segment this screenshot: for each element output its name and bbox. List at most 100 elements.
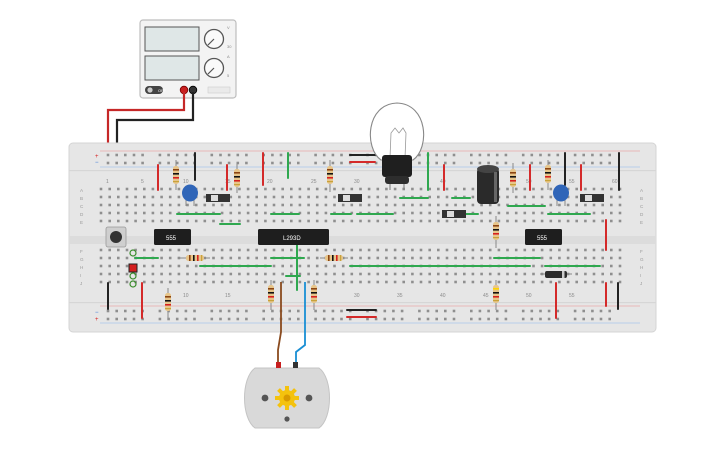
breadboard-hole[interactable] bbox=[350, 211, 354, 215]
breadboard-hole[interactable] bbox=[601, 248, 604, 252]
breadboard-hole[interactable] bbox=[411, 256, 414, 260]
breadboard-hole[interactable] bbox=[549, 187, 553, 191]
breadboard-hole[interactable] bbox=[143, 280, 146, 284]
breadboard-hole[interactable] bbox=[203, 195, 207, 199]
breadboard-hole[interactable] bbox=[108, 195, 111, 199]
breadboard-hole[interactable] bbox=[487, 309, 490, 313]
breadboard-hole[interactable] bbox=[307, 211, 310, 215]
breadboard-hole[interactable] bbox=[141, 153, 144, 157]
breadboard-hole[interactable] bbox=[99, 195, 103, 199]
breadboard-hole[interactable] bbox=[125, 264, 129, 268]
breadboard-hole[interactable] bbox=[618, 211, 622, 215]
breadboard-hole[interactable] bbox=[608, 161, 611, 165]
breadboard-hole[interactable] bbox=[547, 161, 551, 165]
breadboard-hole[interactable] bbox=[333, 248, 336, 252]
breadboard-hole[interactable] bbox=[177, 187, 181, 191]
breadboard-hole[interactable] bbox=[437, 280, 440, 284]
resistor[interactable] bbox=[311, 280, 317, 310]
breadboard-hole[interactable] bbox=[393, 256, 397, 260]
breadboard-hole[interactable] bbox=[383, 309, 387, 313]
breadboard-hole[interactable] bbox=[333, 203, 336, 207]
breadboard-hole[interactable] bbox=[393, 211, 397, 215]
motor-blue-wire[interactable] bbox=[295, 282, 306, 366]
breadboard-hole[interactable] bbox=[584, 203, 587, 207]
breadboard-hole[interactable] bbox=[428, 203, 431, 207]
breadboard-hole[interactable] bbox=[402, 256, 405, 260]
breadboard-hole[interactable] bbox=[141, 161, 144, 165]
breadboard-hole[interactable] bbox=[385, 203, 388, 207]
breadboard-hole[interactable] bbox=[238, 248, 241, 252]
resistor[interactable] bbox=[320, 255, 348, 261]
breadboard-hole[interactable] bbox=[426, 317, 430, 321]
breadboard-hole[interactable] bbox=[601, 203, 604, 207]
breadboard-hole[interactable] bbox=[618, 195, 622, 199]
breadboard-hole[interactable] bbox=[592, 256, 596, 260]
breadboard-hole[interactable] bbox=[514, 211, 518, 215]
breadboard-hole[interactable] bbox=[411, 280, 414, 284]
breadboard-hole[interactable] bbox=[488, 280, 492, 284]
breadboard-hole[interactable] bbox=[385, 272, 388, 276]
breadboard-hole[interactable] bbox=[271, 161, 274, 165]
breadboard-hole[interactable] bbox=[497, 203, 501, 207]
breadboard-hole[interactable] bbox=[393, 187, 397, 191]
breadboard-hole[interactable] bbox=[488, 248, 492, 252]
breadboard-hole[interactable] bbox=[160, 256, 163, 260]
breadboard-hole[interactable] bbox=[608, 309, 611, 313]
breadboard-hole[interactable] bbox=[618, 272, 622, 276]
indicator-led[interactable] bbox=[128, 249, 138, 288]
breadboard-hole[interactable] bbox=[125, 195, 129, 199]
breadboard-hole[interactable] bbox=[547, 309, 551, 313]
breadboard-hole[interactable] bbox=[288, 153, 291, 157]
breadboard-hole[interactable] bbox=[367, 203, 371, 207]
breadboard-hole[interactable] bbox=[281, 272, 284, 276]
breadboard-hole[interactable] bbox=[582, 161, 585, 165]
breadboard-hole[interactable] bbox=[290, 195, 293, 199]
breadboard-hole[interactable] bbox=[160, 272, 163, 276]
breadboard-hole[interactable] bbox=[411, 248, 414, 252]
breadboard-hole[interactable] bbox=[167, 309, 170, 313]
breadboard-hole[interactable] bbox=[212, 219, 215, 223]
breadboard-hole[interactable] bbox=[566, 187, 570, 191]
breadboard-hole[interactable] bbox=[478, 153, 482, 157]
breadboard-hole[interactable] bbox=[168, 248, 172, 252]
breadboard-hole[interactable] bbox=[599, 153, 603, 157]
breadboard-hole[interactable] bbox=[117, 256, 120, 260]
breadboard-hole[interactable] bbox=[117, 203, 120, 207]
breadboard-hole[interactable] bbox=[582, 309, 585, 313]
breadboard-hole[interactable] bbox=[540, 280, 544, 284]
breadboard-hole[interactable] bbox=[463, 280, 466, 284]
breadboard-hole[interactable] bbox=[419, 211, 423, 215]
breadboard-hole[interactable] bbox=[184, 317, 188, 321]
breadboard-hole[interactable] bbox=[298, 219, 302, 223]
breadboard-hole[interactable] bbox=[160, 248, 163, 252]
breadboard-hole[interactable] bbox=[463, 272, 466, 276]
breadboard-hole[interactable] bbox=[454, 272, 457, 276]
breadboard-hole[interactable] bbox=[288, 317, 291, 321]
breadboard-hole[interactable] bbox=[246, 272, 250, 276]
breadboard-hole[interactable] bbox=[99, 256, 103, 260]
ceramic-capacitor-right[interactable] bbox=[553, 184, 569, 207]
breadboard-hole[interactable] bbox=[445, 280, 449, 284]
breadboard-hole[interactable] bbox=[175, 161, 179, 165]
breadboard-hole[interactable] bbox=[452, 309, 456, 313]
breadboard-hole[interactable] bbox=[495, 317, 499, 321]
breadboard-hole[interactable] bbox=[229, 219, 233, 223]
breadboard-hole[interactable] bbox=[115, 161, 118, 165]
breadboard-hole[interactable] bbox=[428, 256, 431, 260]
breadboard-hole[interactable] bbox=[504, 309, 508, 313]
breadboard-hole[interactable] bbox=[210, 153, 214, 157]
breadboard-hole[interactable] bbox=[601, 280, 604, 284]
breadboard-hole[interactable] bbox=[514, 195, 518, 199]
breadboard-hole[interactable] bbox=[220, 248, 224, 252]
breadboard-hole[interactable] bbox=[540, 248, 544, 252]
breadboard-hole[interactable] bbox=[99, 264, 103, 268]
breadboard-hole[interactable] bbox=[558, 280, 561, 284]
breadboard-hole[interactable] bbox=[376, 272, 380, 276]
dc-motor[interactable] bbox=[244, 362, 330, 429]
breadboard-hole[interactable] bbox=[584, 187, 587, 191]
breadboard-hole[interactable] bbox=[402, 219, 405, 223]
breadboard-hole[interactable] bbox=[463, 203, 466, 207]
breadboard-hole[interactable] bbox=[297, 309, 300, 313]
breadboard-hole[interactable] bbox=[454, 219, 457, 223]
breadboard-hole[interactable] bbox=[610, 280, 613, 284]
